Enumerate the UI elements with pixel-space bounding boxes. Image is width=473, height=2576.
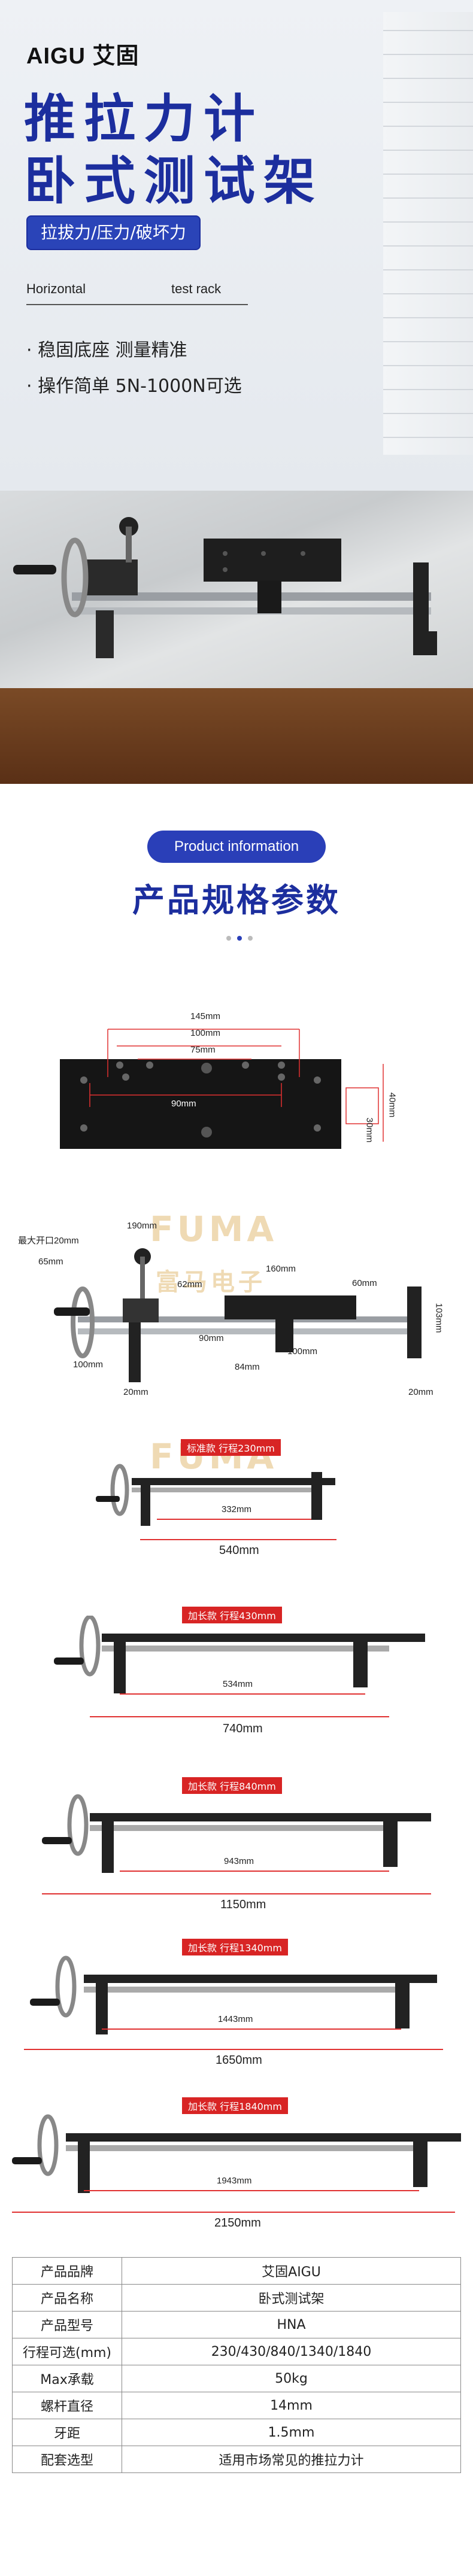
dim-side-65: 65mm (38, 1257, 63, 1267)
divider-line (26, 304, 248, 305)
brand-name: AIGU 艾固 (26, 44, 140, 69)
hero-title-line2: 卧式测试架 (24, 151, 323, 211)
mounting-plate-diagram (60, 1029, 384, 1149)
dim-side-20a: 20mm (123, 1387, 148, 1397)
hero-tag: 拉拔力/压力/破坏力 (26, 215, 201, 250)
pager-dots (226, 936, 253, 941)
variant-2-inner: 534mm (223, 1679, 253, 1689)
variant-4-total-line (24, 2049, 443, 2050)
variant-4-image (30, 1955, 437, 2034)
variant-3-inner-line (120, 1871, 389, 1872)
variant-5-image (12, 2114, 461, 2193)
dim-side-90: 90mm (199, 1333, 224, 1343)
dim-145: 145mm (190, 1011, 221, 1021)
section-pill: Product information (147, 831, 326, 863)
table-row: 产品品牌艾固AIGU (12, 2257, 461, 2285)
spec-value: 230/430/840/1340/1840 (122, 2338, 461, 2365)
dim-side-100b: 100mm (287, 1346, 318, 1357)
variant-4-inner-line (102, 2028, 401, 2030)
feature-line-1: · 稳固底座 测量精准 (26, 340, 187, 361)
spec-value: 卧式测试架 (122, 2284, 461, 2312)
marble-wall (0, 491, 473, 688)
dim-90: 90mm (171, 1099, 196, 1109)
variant-3-total: 1150mm (220, 1898, 266, 1911)
variant-1-inner-line (157, 1519, 311, 1520)
spec-value: 14mm (122, 2392, 461, 2419)
side-view-diagram (54, 1248, 422, 1382)
variant-1-total: 540mm (219, 1544, 259, 1557)
variant-4-tag: 加长款 行程1340mm (182, 1939, 288, 1955)
spec-key: 配套选型 (12, 2446, 122, 2473)
spec-value: HNA (122, 2311, 461, 2338)
dim-side-20b: 20mm (408, 1387, 433, 1397)
variant-3-image (42, 1794, 431, 1873)
spec-key: 螺杆直径 (12, 2392, 122, 2419)
dim-max-open: 最大开口20mm (18, 1236, 79, 1246)
dim-side-62: 62mm (177, 1279, 202, 1289)
window-blinds (383, 12, 473, 455)
spec-key: 产品名称 (12, 2284, 122, 2312)
dim-side-160: 160mm (266, 1264, 296, 1274)
test-rack-product-image (13, 517, 437, 658)
variant-5-total: 2150mm (214, 2216, 261, 2230)
watermark-logo: FUMA (150, 1209, 278, 1249)
variant-2-tag: 加长款 行程430mm (182, 1607, 282, 1623)
variant-2-total-line (90, 1716, 389, 1717)
variant-5-tag: 加长款 行程1840mm (182, 2097, 288, 2114)
variant-5-inner-line (84, 2190, 419, 2191)
spec-value: 艾固AIGU (122, 2257, 461, 2285)
dim-30: 30mm (364, 1117, 375, 1143)
spec-key: Max承载 (12, 2365, 122, 2392)
variant-2-total: 740mm (223, 1722, 263, 1735)
hero-banner: AIGU 艾固 推拉力计 卧式测试架 拉拔力/压力/破坏力 Horizontal… (0, 0, 473, 784)
spec-key: 行程可选(mm) (12, 2338, 122, 2365)
variant-2-image (54, 1616, 425, 1693)
wood-table (0, 688, 473, 784)
spec-key: 产品型号 (12, 2311, 122, 2338)
variant-3-total-line (42, 1893, 431, 1894)
spec-key: 牙距 (12, 2419, 122, 2446)
hero-title-line1: 推拉力计 (24, 89, 263, 149)
dim-side-84: 84mm (235, 1362, 260, 1372)
dim-side-103: 103mm (433, 1303, 444, 1333)
table-row: 配套选型适用市场常见的推拉力计 (12, 2446, 461, 2473)
watermark-text: 富马电子 (156, 1269, 266, 1296)
variant-3-tag: 加长款 行程840mm (182, 1777, 282, 1794)
variant-5-inner: 1943mm (217, 2176, 252, 2186)
english-subtitle-right: test rack (171, 281, 222, 296)
variant-4-total: 1650mm (216, 2054, 262, 2067)
section-title: 产品规格参数 (132, 881, 341, 919)
table-row: 行程可选(mm)230/430/840/1340/1840 (12, 2338, 461, 2365)
dim-side-60: 60mm (352, 1278, 377, 1288)
variant-4-inner: 1443mm (218, 2014, 253, 2024)
variant-2-inner-line (120, 1693, 365, 1695)
spec-value: 50kg (122, 2365, 461, 2392)
variant-3-inner: 943mm (224, 1856, 254, 1866)
variant-1-total-line (140, 1539, 336, 1540)
spec-value: 适用市场常见的推拉力计 (122, 2446, 461, 2473)
dim-75: 75mm (190, 1045, 216, 1055)
variant-1-tag: 标准款 行程230mm (181, 1439, 281, 1456)
english-subtitle-left: Horizontal (26, 281, 86, 296)
spec-key: 产品品牌 (12, 2257, 122, 2285)
spec-value: 1.5mm (122, 2419, 461, 2446)
variant-5-total-line (12, 2212, 455, 2213)
table-row: 产品名称卧式测试架 (12, 2284, 461, 2312)
dim-40: 40mm (387, 1092, 398, 1118)
dim-side-100a: 100mm (73, 1360, 104, 1370)
dim-100: 100mm (190, 1028, 221, 1038)
feature-line-2: · 操作简单 5N-1000N可选 (26, 376, 242, 397)
variant-1-image (96, 1464, 335, 1526)
dim-side-190: 190mm (127, 1221, 157, 1231)
variant-1-inner: 332mm (222, 1504, 252, 1514)
